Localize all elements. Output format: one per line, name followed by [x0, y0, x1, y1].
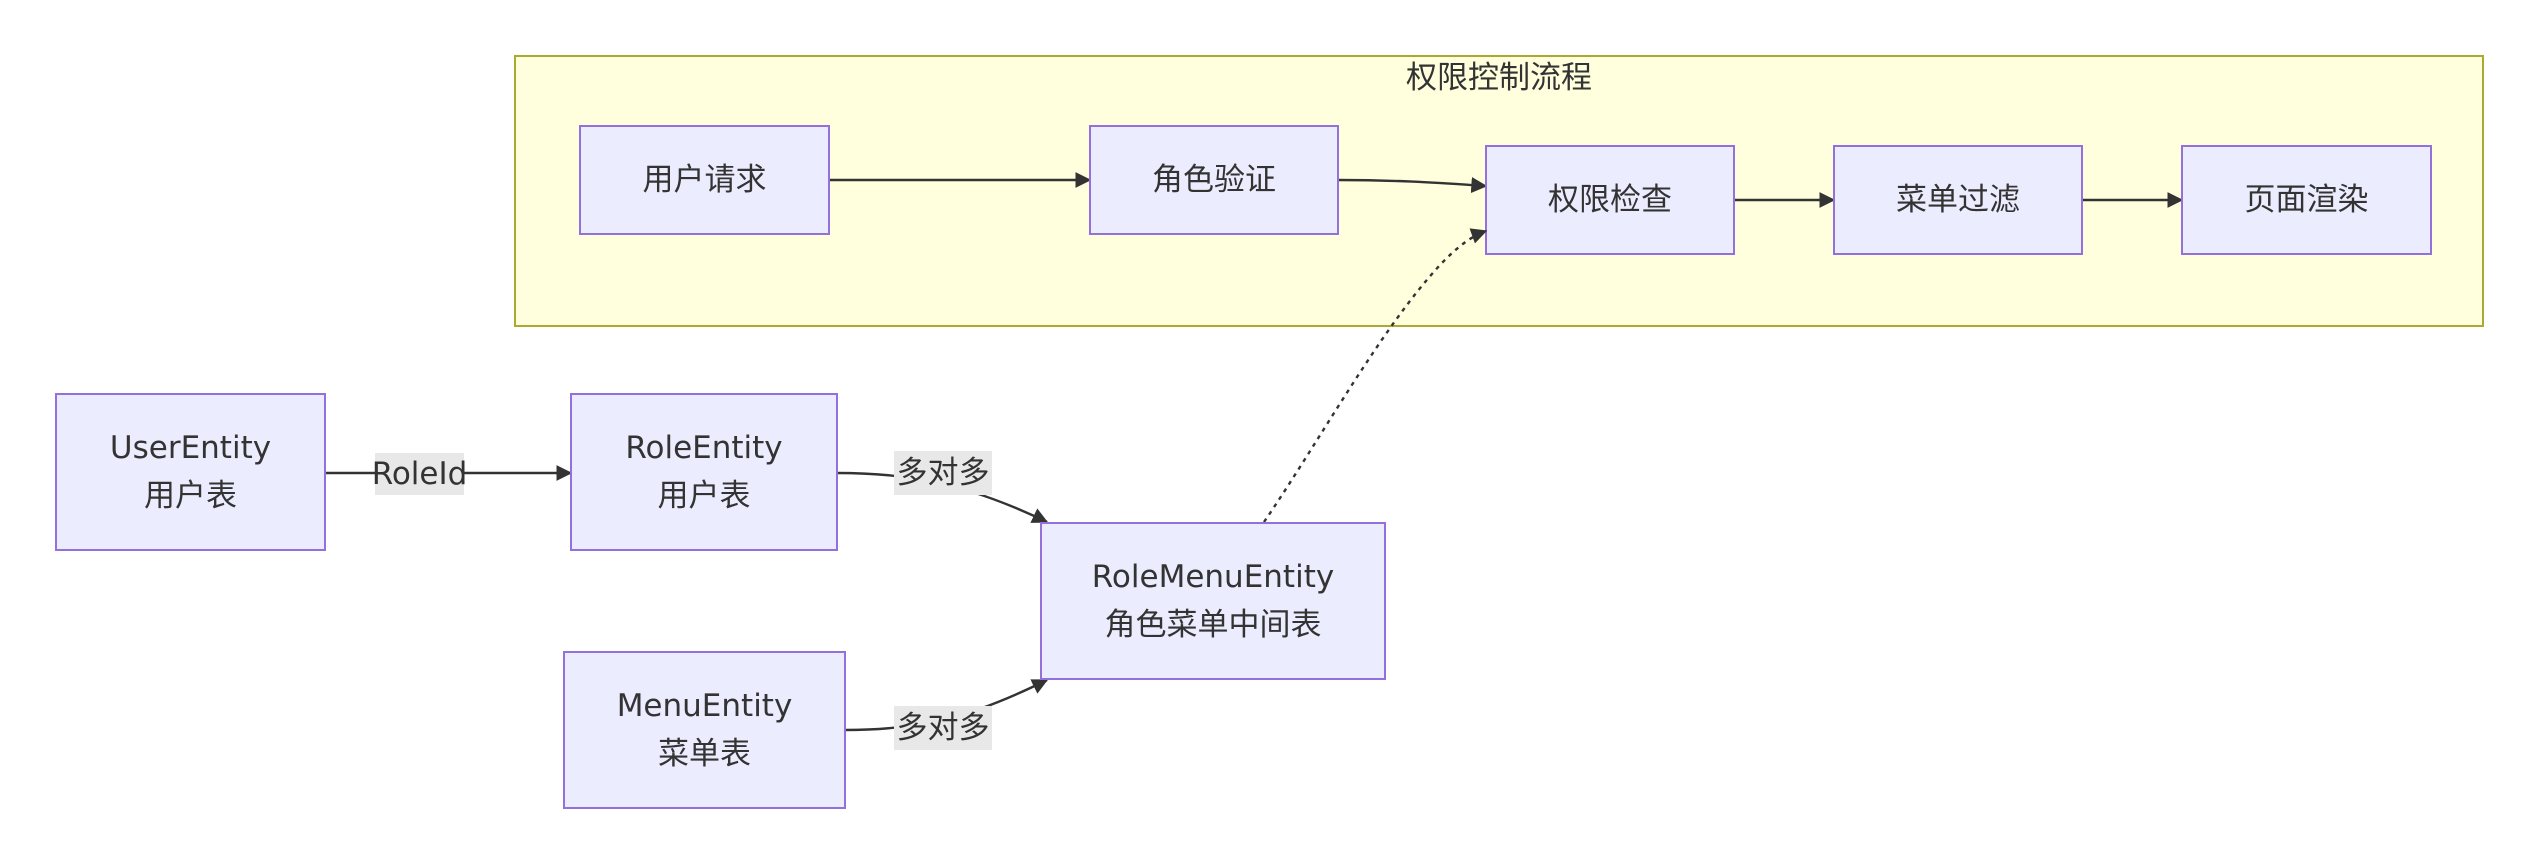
edge-label-text: 多对多 — [897, 455, 990, 491]
edge-label-text: 多对多 — [897, 710, 990, 746]
node-label: 角色验证 — [1152, 162, 1276, 198]
node-label-line1: RoleEntity — [625, 430, 782, 466]
node-box — [1089, 125, 1339, 235]
node-box — [563, 651, 846, 809]
node-user-entity: UserEntity 用户表 — [55, 393, 326, 551]
node-page-render: 页面渲染 — [2181, 145, 2432, 255]
node-label-line1: UserEntity — [110, 430, 271, 466]
node-box — [570, 393, 838, 551]
node-label-line2: 用户表 — [144, 478, 237, 514]
node-label-line1: MenuEntity — [617, 688, 793, 724]
node-label: 权限检查 — [1548, 182, 1672, 218]
node-label-line2: 角色菜单中间表 — [1105, 607, 1322, 643]
node-label-line1: RoleMenuEntity — [1092, 559, 1334, 595]
node-box — [579, 125, 830, 235]
cluster-title: 权限控制流程 — [1406, 60, 1592, 96]
node-label: 菜单过滤 — [1896, 182, 2020, 218]
edge-rolemenu-to-check — [1263, 228, 1488, 523]
node-box — [1040, 522, 1386, 680]
edge-verify-to-check — [1337, 177, 1488, 194]
node-permission-check: 权限检查 — [1485, 145, 1735, 255]
node-label-line2: 菜单表 — [658, 736, 751, 772]
node-box — [1833, 145, 2083, 255]
node-menu-filter: 菜单过滤 — [1833, 145, 2083, 255]
node-box — [55, 393, 326, 551]
edge-label-text: RoleId — [372, 456, 468, 492]
edge-label-role-many: 多对多 — [894, 451, 992, 495]
node-role-verify: 角色验证 — [1089, 125, 1339, 235]
edge-label-bg — [894, 706, 992, 750]
node-menu-entity: MenuEntity 菜单表 — [563, 651, 846, 809]
node-role-entity: RoleEntity 用户表 — [570, 393, 838, 551]
node-label: 用户请求 — [643, 162, 767, 198]
node-user-request: 用户请求 — [579, 125, 830, 235]
edge-label-bg — [375, 453, 464, 495]
node-role-menu-entity: RoleMenuEntity 角色菜单中间表 — [1040, 522, 1386, 680]
edge-label-bg — [894, 451, 992, 495]
edge-label-menu-many: 多对多 — [894, 706, 992, 750]
node-box — [1485, 145, 1735, 255]
edge-label-roleid: RoleId — [372, 453, 468, 495]
node-label: 页面渲染 — [2245, 182, 2369, 218]
flow-edges — [829, 172, 2184, 208]
node-box — [2181, 145, 2432, 255]
node-label-line2: 用户表 — [658, 478, 751, 514]
